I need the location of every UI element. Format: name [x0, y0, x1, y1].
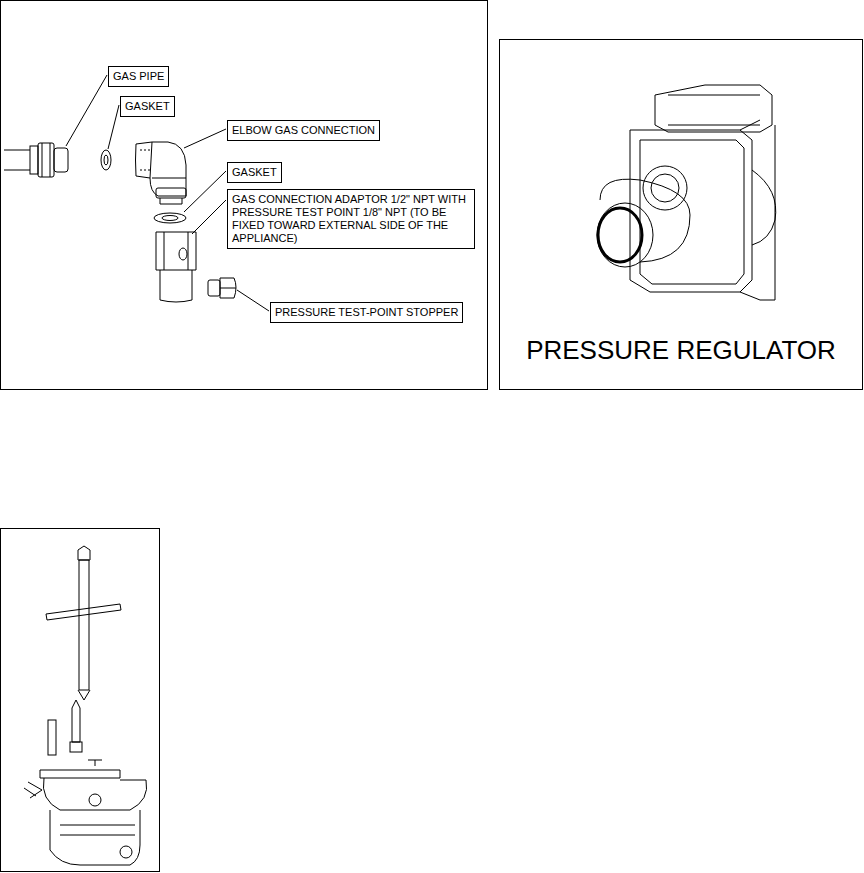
adaptor-fitting: [156, 232, 196, 302]
part-label: ELBOW GAS CONNECTION: [227, 120, 380, 141]
regulator-illustration: [597, 85, 776, 300]
gasket: [154, 213, 186, 223]
gasket: [101, 150, 111, 170]
panel-caption: PRESSURE REGULATOR: [500, 335, 862, 365]
label-text: ELBOW GAS CONNECTION: [232, 124, 375, 137]
part-label: GASKET: [120, 96, 175, 117]
part-label: GASKET: [227, 162, 282, 183]
gas-pipe: [4, 143, 68, 177]
panel-frame: [1, 1, 488, 390]
label-text: GASKET: [232, 166, 277, 179]
part-label: GAS CONNECTION ADAPTOR 1/2" NPT WITH PRE…: [227, 189, 475, 249]
test-point-stopper: [208, 278, 236, 298]
label-text: GASKET: [125, 100, 170, 113]
part-label: PRESSURE TEST-POINT STOPPER: [270, 302, 463, 323]
panel-frame: [1, 529, 160, 872]
label-text: GAS PIPE: [113, 70, 164, 83]
label-text: PRESSURE TEST-POINT STOPPER: [275, 306, 458, 319]
regulator-panel: PRESSURE REGULATOR: [499, 39, 863, 390]
tool-illustration: [24, 546, 147, 865]
part-label: GAS PIPE: [108, 66, 169, 87]
elbow-fitting: [136, 142, 187, 204]
label-text: GAS CONNECTION ADAPTOR 1/2" NPT WITH PRE…: [232, 193, 470, 245]
